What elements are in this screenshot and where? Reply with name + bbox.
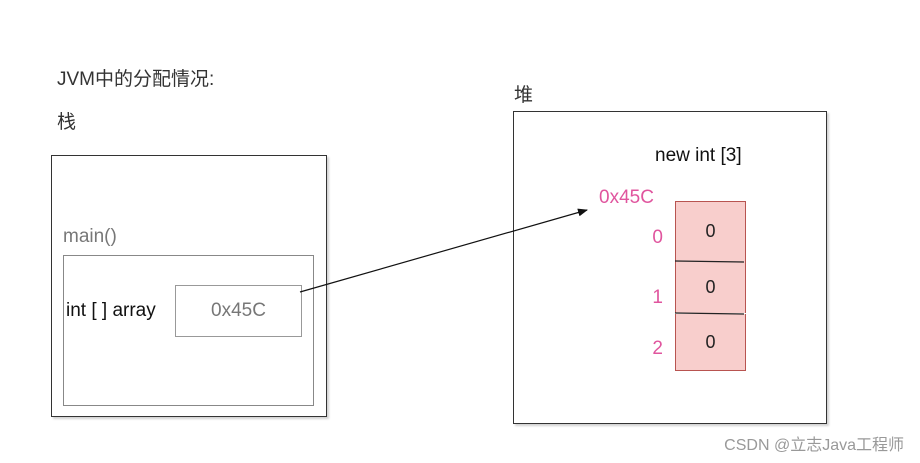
array-cell-2: 0 bbox=[675, 314, 746, 371]
array-index-1: 1 bbox=[652, 287, 663, 308]
watermark: CSDN @立志Java工程师 bbox=[724, 437, 904, 454]
array-cell-1: 0 bbox=[675, 261, 746, 313]
array-index-2: 2 bbox=[652, 338, 663, 359]
main-frame-label: main() bbox=[63, 226, 117, 247]
diagram-title: JVM中的分配情况: bbox=[57, 69, 215, 90]
array-reference-value: 0x45C bbox=[175, 285, 302, 337]
array-variable-label: int [ ] array bbox=[66, 300, 156, 321]
stack-label: 栈 bbox=[57, 112, 77, 133]
array-cell-0: 0 bbox=[675, 201, 746, 261]
array-index-0: 0 bbox=[652, 227, 663, 248]
heap-label: 堆 bbox=[514, 85, 534, 106]
heap-object-label: new int [3] bbox=[655, 145, 742, 166]
heap-object-address: 0x45C bbox=[599, 187, 654, 208]
